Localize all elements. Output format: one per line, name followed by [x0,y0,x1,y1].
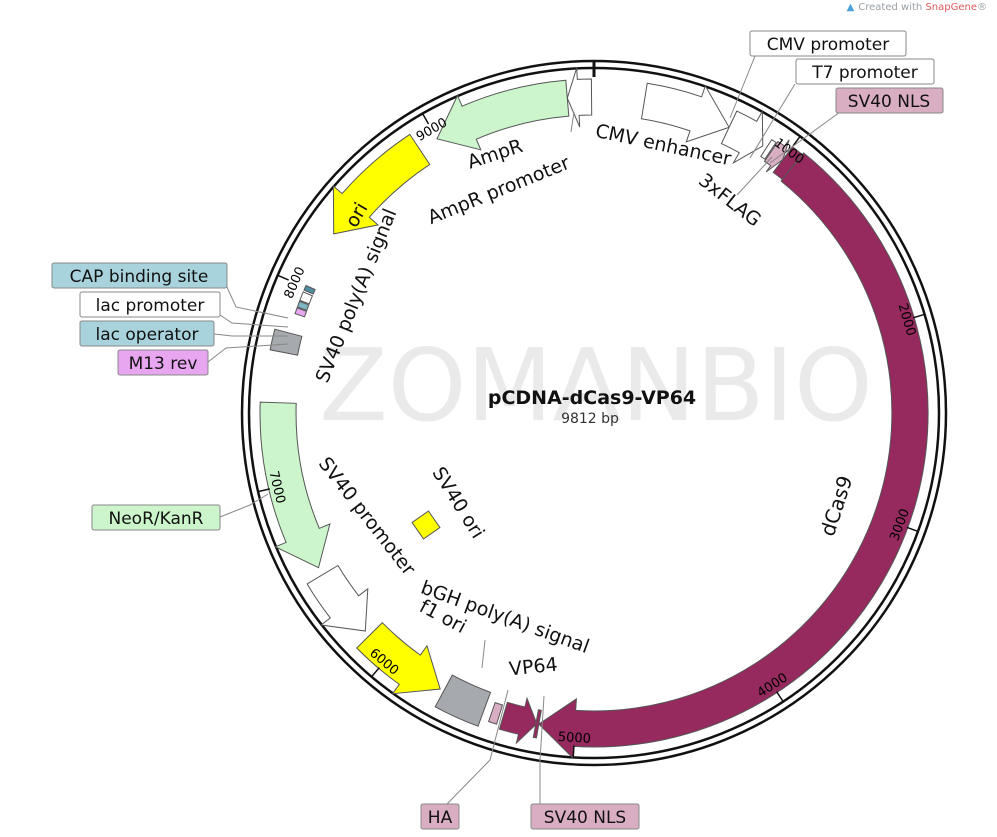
tick-1000 [792,135,801,147]
svg-text:T7 promoter: T7 promoter [811,63,918,83]
svg-text:HA: HA [428,808,453,828]
leader-lines [207,55,841,805]
leader-t7-promoter [749,83,796,159]
sv40-ori-box [411,510,441,540]
label-3xflag: 3xFLAG [694,169,765,231]
tick-8000 [277,274,289,281]
ampr-promoter-arrow [566,67,593,128]
svg-text:lac promoter: lac promoter [96,296,205,316]
tick-6000 [371,667,380,678]
leader-lac-operator [213,333,288,337]
callouts: CMV promoter T7 promoter SV40 NLS CAP bi… [51,30,944,830]
leader-lac-promoter [219,314,289,328]
label-dcas9: dCas9 [815,473,857,539]
sv40-nls-bottom-mark [532,709,542,739]
leader-cap [225,284,289,319]
callout-ha: HA [420,803,460,830]
callout-neor-kanr: NeoR/KanR [91,504,221,531]
label-sv40-promoter: SV40 promoter [314,453,420,580]
leader-sv40-nls-bottom [539,695,545,804]
cap-binding-mark [303,284,316,295]
cmv-enhancer-arrow [640,82,730,143]
leader-bgh [481,639,486,669]
svg-text:lac operator: lac operator [95,325,198,345]
svg-text:CMV promoter: CMV promoter [767,35,889,55]
snapgene-logo-icon: ▲ [846,2,855,13]
svg-text:SV40 NLS: SV40 NLS [544,808,626,828]
snapgene-watermark: ▲Created with SnapGene® [846,2,987,13]
overlay-watermark: ZOMANBIO [319,327,873,444]
svg-text:NeoR/KanR: NeoR/KanR [109,509,204,529]
label-sv40-ori: SV40 ori [428,463,489,543]
tick-label-7000: 7000 [266,469,288,505]
ori-arrow [332,133,431,235]
tick-3000 [906,526,919,533]
callout-lac-operator: lac operator [79,320,215,347]
tick-9000 [421,113,430,125]
leader-m13 [207,343,289,363]
cmv-promoter-arrow [720,109,764,165]
leader-3xflag [736,156,773,196]
leader-ampr-promoter [570,111,575,133]
callout-cmv-promoter: CMV promoter [749,30,907,57]
label-vp64: VP64 [508,654,559,681]
callout-sv40-nls-bottom: SV40 NLS [530,803,640,830]
plasmid-name: pCDNA-dCas9-VP64 [488,387,696,409]
callout-cap-binding-site: CAP binding site [51,262,228,289]
tick-7000 [257,488,270,493]
tick-label-5000: 5000 [557,730,591,747]
svg-text:SV40 NLS: SV40 NLS [848,92,930,112]
sv40-polya-box [269,328,303,356]
lac-promoter-mark [299,291,314,305]
bgh-polya-box [434,674,492,727]
callout-t7-promoter: T7 promoter [795,58,935,85]
tick-4000 [775,691,784,702]
tick-5000 [572,745,575,758]
ha-mark [487,701,504,725]
lac-operator-mark [296,300,310,312]
vp64-arrow [498,696,538,745]
sv40-promoter-arrow [306,564,369,632]
features-layer [259,67,929,760]
leader-neor [219,493,269,518]
ampr-arrow [436,79,570,151]
svg-text:M13 rev: M13 rev [129,354,198,374]
leader-cmv-promoter [729,55,756,119]
m13-rev-mark [294,307,308,318]
t7-promoter-mark [760,139,777,160]
tick-2000 [912,313,925,319]
svg-text:CAP binding site: CAP binding site [70,267,209,287]
callout-lac-promoter: lac promoter [79,291,221,318]
callout-m13-rev: M13 rev [117,349,209,376]
dcas9-arrow [538,152,929,760]
callout-sv40-nls-top: SV40 NLS [835,87,944,114]
leader-sv40-nls-top [769,111,841,164]
leader-ha [446,689,509,805]
sv40-nls-top-mark [763,139,790,173]
plasmid-size: 9812 bp [561,411,619,427]
neor-kanr-arrow [259,401,331,569]
